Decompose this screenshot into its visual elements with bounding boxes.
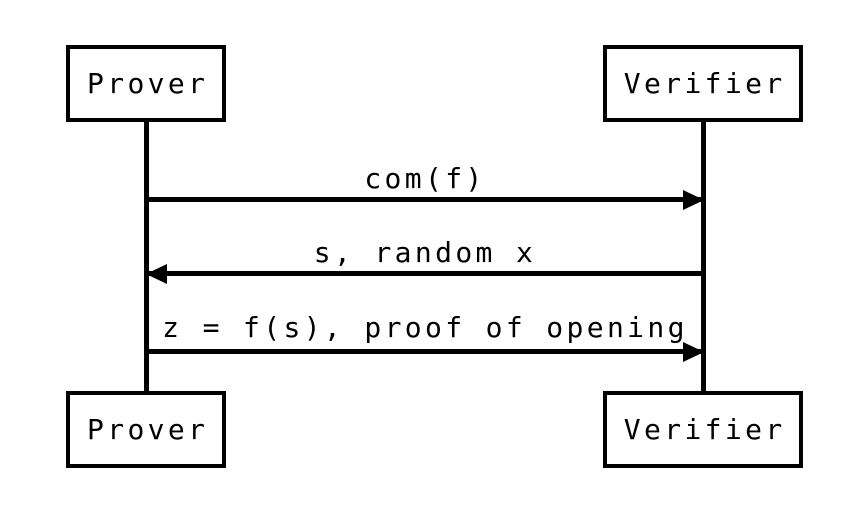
message-arrow-challenge [146,263,704,284]
prover-lifeline [144,122,149,391]
actor-box-prover-top: Prover [66,45,226,122]
message-arrow-opening [146,341,704,362]
message-arrow-commitment [146,189,704,210]
actor-label-verifier-bottom: Verifier [623,413,786,446]
actor-label-prover-top: Prover [87,67,209,100]
arrow-left-icon [146,263,167,284]
message-label-opening: z = f(s), proof of opening [162,311,688,344]
arrow-right-icon [683,189,704,210]
arrow-right-icon [683,341,704,362]
message-label-commitment: com(f) [364,162,486,195]
message-label-challenge: s, random x [313,236,537,269]
actor-label-verifier-top: Verifier [623,67,786,100]
actor-box-verifier-top: Verifier [603,45,803,122]
actor-box-prover-bottom: Prover [66,391,226,468]
actor-box-verifier-bottom: Verifier [603,391,803,468]
verifier-lifeline [701,122,706,391]
actor-label-prover-bottom: Prover [87,413,209,446]
